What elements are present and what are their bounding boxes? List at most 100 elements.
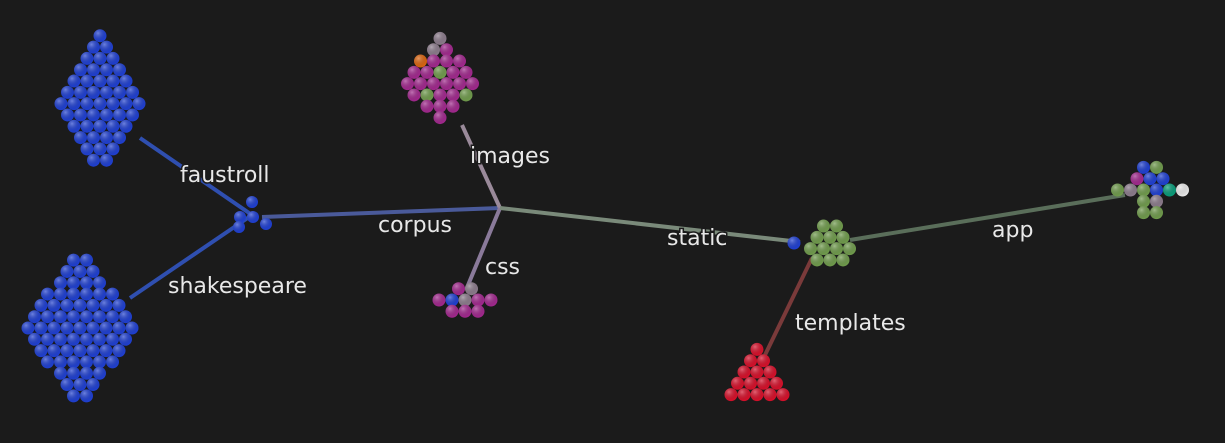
faustroll-node[interactable] xyxy=(100,40,113,54)
shakespeare-node[interactable] xyxy=(86,298,100,312)
templates-node[interactable] xyxy=(750,365,764,379)
images-node[interactable] xyxy=(440,77,453,91)
shakespeare-node[interactable] xyxy=(86,264,100,278)
shakespeare-node[interactable] xyxy=(73,344,87,358)
faustroll-node[interactable] xyxy=(93,74,107,88)
corpus-hub-node[interactable] xyxy=(233,221,245,233)
css-node[interactable] xyxy=(458,304,472,318)
shakespeare-node[interactable] xyxy=(47,298,61,312)
faustroll-node[interactable] xyxy=(119,97,133,111)
images-node[interactable] xyxy=(433,65,447,79)
shakespeare-node[interactable] xyxy=(112,321,126,335)
faustroll-node[interactable] xyxy=(113,131,126,145)
images-node[interactable] xyxy=(433,99,447,113)
templates-node[interactable] xyxy=(744,376,757,390)
shakespeare-node[interactable] xyxy=(80,253,93,267)
templates-node[interactable] xyxy=(737,388,751,402)
faustroll-node[interactable] xyxy=(93,29,107,43)
images-node[interactable] xyxy=(407,88,421,102)
shakespeare-node[interactable] xyxy=(80,332,93,346)
faustroll-node[interactable] xyxy=(93,119,107,133)
shakespeare-node[interactable] xyxy=(80,389,93,403)
shakespeare-node[interactable] xyxy=(80,276,93,290)
app-node[interactable] xyxy=(1143,172,1157,186)
faustroll-node[interactable] xyxy=(80,142,94,156)
images-node[interactable] xyxy=(420,99,434,113)
shakespeare-node[interactable] xyxy=(86,344,100,358)
faustroll-node[interactable] xyxy=(67,74,81,88)
images-node[interactable] xyxy=(407,65,421,79)
faustroll-node[interactable] xyxy=(87,40,100,54)
shakespeare-node[interactable] xyxy=(60,378,74,392)
shakespeare-node[interactable] xyxy=(41,355,54,369)
shakespeare-node[interactable] xyxy=(67,355,80,369)
images-node[interactable] xyxy=(414,54,427,68)
images-node[interactable] xyxy=(401,77,414,91)
images-node[interactable] xyxy=(420,65,434,79)
templates-node[interactable] xyxy=(731,376,744,390)
static-node[interactable] xyxy=(817,219,830,233)
shakespeare-node[interactable] xyxy=(67,287,80,301)
app-node[interactable] xyxy=(1124,183,1137,197)
corpus-hub-node[interactable] xyxy=(247,211,259,223)
templates-node[interactable] xyxy=(757,376,770,390)
templates-node[interactable] xyxy=(724,388,738,402)
shakespeare-node[interactable] xyxy=(34,298,48,312)
app-node[interactable] xyxy=(1150,183,1163,197)
app-node[interactable] xyxy=(1163,183,1176,197)
css-node[interactable] xyxy=(465,282,478,296)
faustroll-node[interactable] xyxy=(61,85,74,99)
shakespeare-node[interactable] xyxy=(67,332,80,346)
images-node[interactable] xyxy=(433,31,447,45)
faustroll-node[interactable] xyxy=(132,97,146,111)
shakespeare-node[interactable] xyxy=(86,378,100,392)
shakespeare-node[interactable] xyxy=(93,276,106,290)
shakespeare-node[interactable] xyxy=(60,321,74,335)
faustroll-node[interactable] xyxy=(106,51,120,65)
shakespeare-node[interactable] xyxy=(106,287,119,301)
shakespeare-node[interactable] xyxy=(67,366,80,380)
shakespeare-node[interactable] xyxy=(60,344,74,358)
images-node[interactable] xyxy=(433,88,447,102)
images-node[interactable] xyxy=(420,88,434,102)
faustroll-node[interactable] xyxy=(87,85,100,99)
faustroll-node[interactable] xyxy=(67,97,81,111)
shakespeare-node[interactable] xyxy=(119,310,132,324)
faustroll-node[interactable] xyxy=(80,119,94,133)
shakespeare-node[interactable] xyxy=(86,321,100,335)
templates-node[interactable] xyxy=(750,388,764,402)
shakespeare-node[interactable] xyxy=(41,310,54,324)
faustroll-node[interactable] xyxy=(100,153,113,167)
faustroll-node[interactable] xyxy=(80,74,94,88)
static-node[interactable] xyxy=(817,242,830,256)
app-node[interactable] xyxy=(1137,194,1150,208)
shakespeare-node[interactable] xyxy=(125,321,139,335)
images-node[interactable] xyxy=(459,65,473,79)
faustroll-node[interactable] xyxy=(74,108,87,122)
shakespeare-node[interactable] xyxy=(93,287,106,301)
templates-node[interactable] xyxy=(776,388,790,402)
faustroll-node[interactable] xyxy=(100,85,113,99)
shakespeare-node[interactable] xyxy=(80,355,93,369)
shakespeare-node[interactable] xyxy=(99,344,113,358)
shakespeare-node[interactable] xyxy=(73,264,87,278)
app-node[interactable] xyxy=(1176,183,1189,197)
templates-node[interactable] xyxy=(737,365,751,379)
templates-node[interactable] xyxy=(763,388,777,402)
faustroll-node[interactable] xyxy=(74,63,87,77)
corpus-hub-node[interactable] xyxy=(246,196,258,208)
faustroll-node[interactable] xyxy=(74,85,87,99)
shakespeare-node[interactable] xyxy=(73,321,87,335)
css-node[interactable] xyxy=(432,293,446,307)
shakespeare-node[interactable] xyxy=(41,332,54,346)
faustroll-node[interactable] xyxy=(100,63,113,77)
css-node[interactable] xyxy=(458,293,472,307)
images-node[interactable] xyxy=(440,43,453,57)
css-node[interactable] xyxy=(445,293,459,307)
shakespeare-node[interactable] xyxy=(34,321,48,335)
faustroll-node[interactable] xyxy=(113,63,126,77)
faustroll-node[interactable] xyxy=(106,97,120,111)
faustroll-node[interactable] xyxy=(119,119,133,133)
shakespeare-node[interactable] xyxy=(73,298,87,312)
static-node[interactable] xyxy=(836,253,850,267)
